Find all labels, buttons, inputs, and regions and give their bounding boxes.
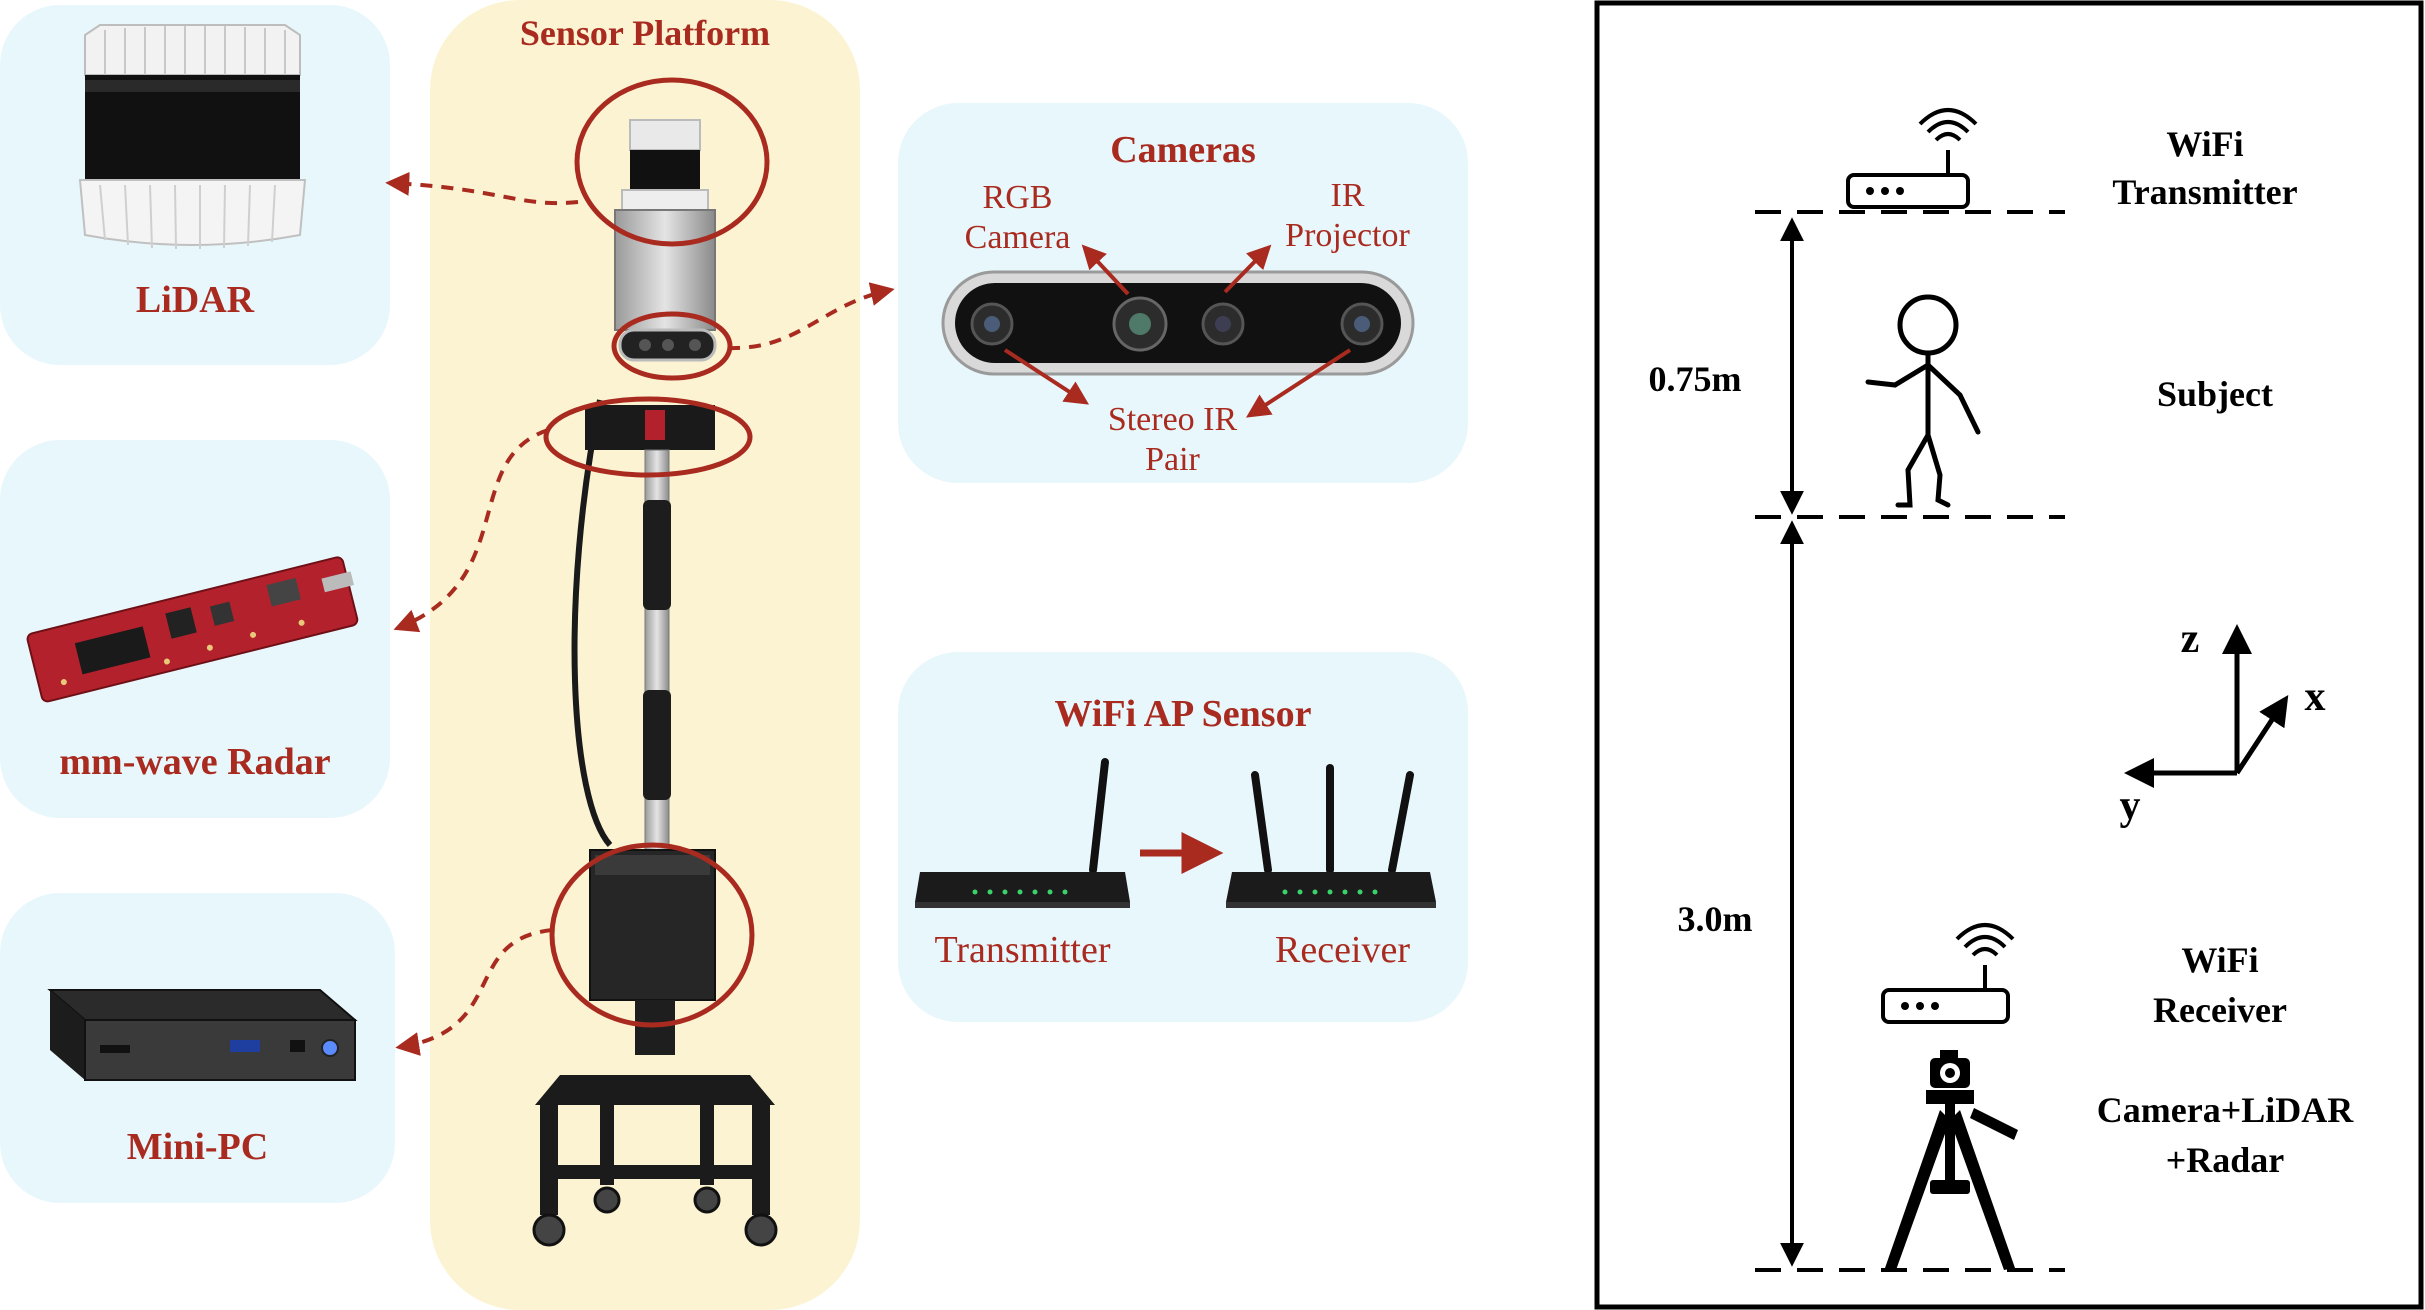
level-lines bbox=[1755, 212, 2065, 1270]
axis-x-label: x bbox=[2295, 673, 2335, 721]
cameras-title: Cameras bbox=[898, 128, 1468, 172]
subject-label: Subject bbox=[2085, 370, 2345, 418]
stereo-ir-label: Stereo IR Pair bbox=[1075, 400, 1270, 480]
wifi-transmitter-label: WiFi Transmitter bbox=[2060, 120, 2350, 216]
rgb-camera-label-line1: RGB bbox=[930, 178, 1105, 218]
stereo-ir-label-line2: Pair bbox=[1075, 440, 1270, 480]
minipc-label: Mini-PC bbox=[0, 1125, 395, 1169]
tripod-camera-icon bbox=[1885, 1050, 2018, 1270]
camera-lidar-radar-label-line1: Camera+LiDAR bbox=[2070, 1085, 2380, 1135]
wifi-transmitter-label-line2: Transmitter bbox=[2060, 168, 2350, 216]
radar-label: mm-wave Radar bbox=[0, 740, 390, 784]
distance-bottom-label: 3.0m bbox=[1640, 895, 1790, 943]
wifi-transmitter-label-line1: WiFi bbox=[2060, 120, 2350, 168]
axis-y-label: y bbox=[2110, 782, 2150, 830]
rgb-camera-label: RGB Camera bbox=[930, 178, 1105, 258]
receiver-label: Receiver bbox=[1225, 928, 1460, 972]
lidar-label: LiDAR bbox=[0, 278, 390, 322]
transmitter-router-icon bbox=[915, 762, 1130, 908]
transmitter-label: Transmitter bbox=[900, 928, 1145, 972]
realsense-camera-icon bbox=[943, 272, 1413, 374]
wifi-receiver-label: WiFi Receiver bbox=[2075, 935, 2365, 1035]
wifi-receiver-label-line1: WiFi bbox=[2075, 935, 2365, 985]
rgb-camera-label-line2: Camera bbox=[930, 218, 1105, 258]
lidar-device-icon bbox=[80, 25, 305, 249]
sensor-stand-icon bbox=[534, 120, 776, 1245]
ir-projector-label: IR Projector bbox=[1255, 176, 1440, 256]
subject-figure-icon bbox=[1868, 297, 1978, 505]
minipc-device-icon bbox=[50, 990, 355, 1080]
wifi-ap-title: WiFi AP Sensor bbox=[898, 692, 1468, 736]
camera-lidar-radar-label-line2: +Radar bbox=[2070, 1135, 2380, 1185]
ir-projector-label-line1: IR bbox=[1255, 176, 1440, 216]
stereo-ir-label-line1: Stereo IR bbox=[1075, 400, 1270, 440]
wifi-receiver-label-line2: Receiver bbox=[2075, 985, 2365, 1035]
radar-board-icon bbox=[26, 555, 363, 703]
axis-z-label: z bbox=[2170, 615, 2210, 663]
camera-lidar-radar-label: Camera+LiDAR +Radar bbox=[2070, 1085, 2380, 1185]
ir-projector-label-line2: Projector bbox=[1255, 216, 1440, 256]
receiver-router-icon bbox=[1226, 768, 1436, 908]
sensor-platform-title: Sensor Platform bbox=[450, 12, 840, 54]
distance-top-label: 0.75m bbox=[1620, 355, 1770, 403]
